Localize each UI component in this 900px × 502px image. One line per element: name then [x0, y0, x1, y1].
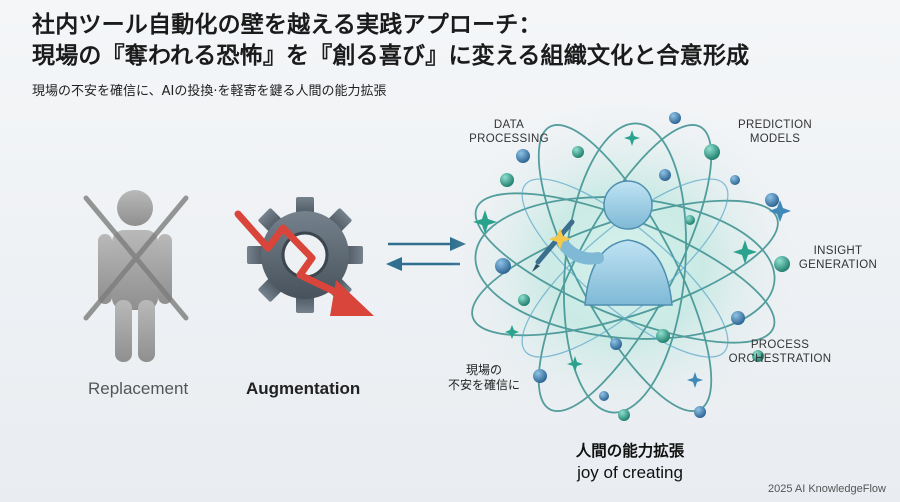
- pen-icon: [532, 219, 575, 272]
- creating-person-icon: [554, 180, 673, 306]
- insight-generation-label: INSIGHT GENERATION: [798, 245, 878, 271]
- page-title: 社内ツール自動化の壁を越える実践アプローチ： 現場の『奪われる恐怖』を『創る喜び…: [32, 10, 882, 72]
- page-subtitle: 現場の不安を確信に、AIの投換·を軽寄を鍵る人間の能力拡張: [32, 84, 387, 99]
- title-line-1: 社内ツール自動化の壁を越える実践アプローチ：: [32, 12, 542, 38]
- cross-out-icon: [83, 195, 189, 321]
- copyright: 2025 AI KnowledgeFlow: [767, 483, 886, 495]
- data-processing-label: DATA PROCESSING: [469, 119, 549, 145]
- declining-arrow-icon: [234, 210, 374, 316]
- orbit-nodes: [495, 112, 790, 421]
- human-augmentation-atom: [450, 100, 800, 430]
- local-confidence-label: 現場の 不安を確信に: [447, 363, 520, 392]
- title-line-2: 現場の『奪われる恐怖』を『創る喜び』に変える組織文化と合意形成: [32, 43, 750, 69]
- replacement-person-icon: [98, 190, 172, 362]
- center-caption-jp: 人間の能力拡張: [575, 442, 685, 460]
- center-caption: 人間の能力拡張 joy of creating: [520, 440, 740, 484]
- replacement-label: Replacement: [88, 379, 189, 398]
- center-caption-en: joy of creating: [577, 463, 683, 482]
- augmentation-label: Augmentation: [246, 379, 361, 398]
- sparkle-icon: [473, 130, 791, 388]
- process-orchestration-label: PROCESS ORCHESTRATION: [728, 339, 832, 365]
- prediction-models-label: PREDICTION MODELS: [738, 119, 812, 145]
